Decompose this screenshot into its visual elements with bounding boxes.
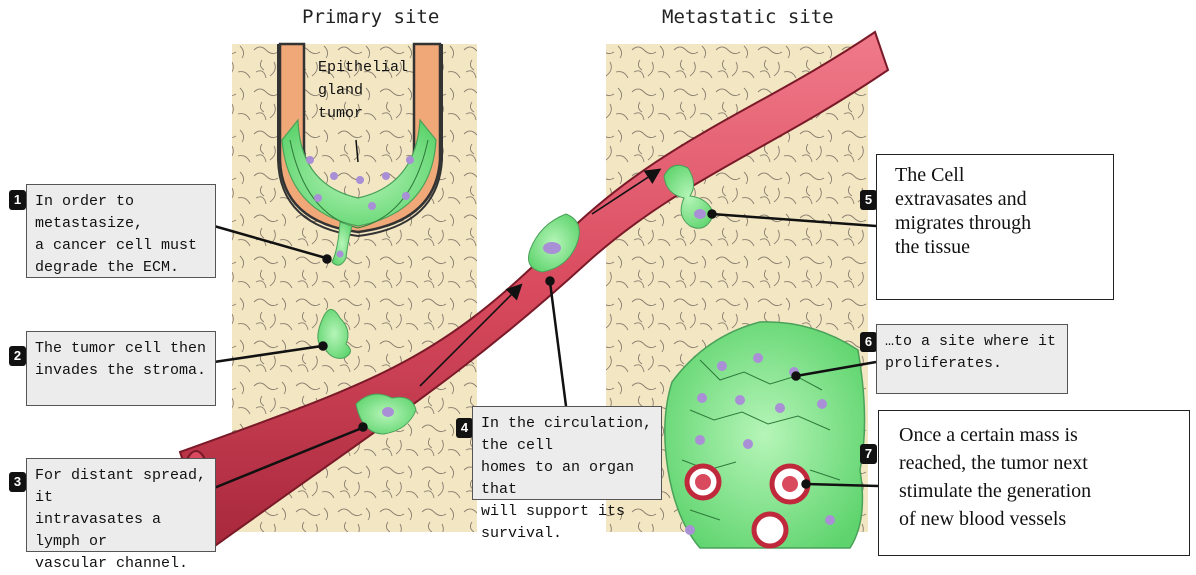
step-1-number: 1	[9, 190, 26, 210]
step-3-callout: For distant spread, it intravasates a ly…	[26, 458, 216, 552]
step-6-number: 6	[860, 332, 877, 352]
step-7-number: 7	[860, 444, 877, 464]
step-6-callout: …to a site where it proliferates.	[876, 324, 1068, 394]
step-3-number: 3	[9, 472, 26, 492]
metastasis-diagram: Primary site Metastatic site Epithelial …	[0, 0, 1196, 560]
step-2-callout: The tumor cell then invades the stroma.	[26, 331, 216, 406]
step-5-callout: The Cell extravasates and migrates throu…	[876, 154, 1114, 300]
step-2-number: 2	[9, 346, 26, 366]
tumor-label: Epithelial gland tumor	[318, 56, 408, 125]
step-5-number: 5	[860, 190, 877, 210]
step-1-callout: In order to metastasize, a cancer cell m…	[26, 184, 216, 278]
step-7-callout: Once a certain mass is reached, the tumo…	[878, 410, 1190, 556]
metastatic-tumor-mass	[665, 322, 865, 548]
step-4-number: 4	[456, 418, 473, 438]
primary-site-title: Primary site	[302, 6, 439, 28]
metastatic-site-title: Metastatic site	[662, 6, 834, 28]
step-4-callout: In the circulation, the cell homes to an…	[472, 406, 662, 500]
